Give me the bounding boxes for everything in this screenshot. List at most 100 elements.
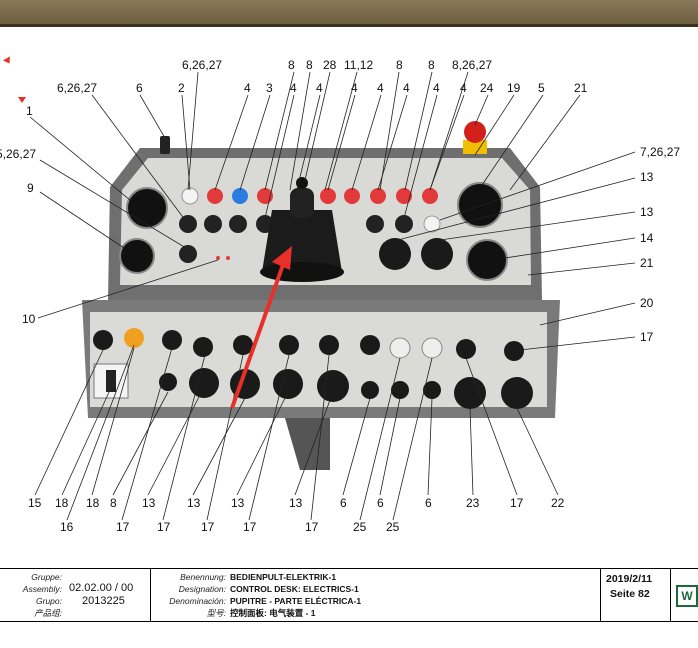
callout-label: 8 <box>428 58 435 72</box>
joystick-grip <box>290 188 314 218</box>
top-knob <box>160 136 170 154</box>
rotary-knob <box>379 238 411 270</box>
white-selector <box>421 337 443 359</box>
white-button <box>181 187 199 205</box>
callout-label: 17 <box>640 330 654 344</box>
large-knob <box>273 369 303 399</box>
emergency-stop-base <box>463 140 487 154</box>
cn-type-label: 型号: <box>206 608 226 618</box>
callout-label: 4 <box>433 81 440 95</box>
callout-label: 22 <box>551 496 565 510</box>
callout-label: 6 <box>377 496 384 510</box>
small-knob <box>162 330 182 350</box>
gruppe-label: Gruppe: <box>31 572 62 582</box>
large-knob <box>189 368 219 398</box>
benennung-label: Benennung: <box>180 572 226 582</box>
cn-group-label: 产品组: <box>34 608 62 618</box>
red-button <box>257 188 273 204</box>
callout-label: 8 <box>306 58 313 72</box>
toggle-switch <box>229 215 247 233</box>
assembly-cell: Gruppe: Assembly: Grupo: 产品组: 02.02.00 /… <box>0 569 151 621</box>
callout-label: 2 <box>178 81 185 95</box>
callout-label: 8 <box>110 496 117 510</box>
small-knob <box>93 330 113 350</box>
gauge-right-bottom <box>466 239 508 281</box>
header-bar <box>0 0 698 24</box>
toggle-switch <box>366 215 384 233</box>
callout-label: 13 <box>187 496 201 510</box>
callout-label: 13 <box>142 496 156 510</box>
callout-label: 24 <box>480 81 494 95</box>
title-de: BEDIENPULT-ELEKTRIK-1 <box>230 572 337 582</box>
assembly-value: 02.02.00 / 00 <box>69 582 134 594</box>
large-knob <box>454 377 486 409</box>
callout-label: 18 <box>55 496 69 510</box>
callout-label: 8,26,27 <box>452 58 493 72</box>
callout-label: 11,12 <box>344 58 374 72</box>
callout-label: 5,26,27 <box>0 147 37 161</box>
callout-label: 6,26,27 <box>57 81 98 95</box>
red-button <box>207 188 223 204</box>
page-number: Seite 82 <box>610 588 650 600</box>
red-button <box>320 188 336 204</box>
callout-label: 13 <box>289 496 303 510</box>
gauge-right-top <box>457 182 503 228</box>
callout-label: 23 <box>466 496 480 510</box>
date-cell: 2019/2/11 Seite 82 <box>600 569 671 621</box>
callout-label: 8 <box>396 58 403 72</box>
callout-label: 21 <box>574 81 588 95</box>
leader-lines <box>29 71 636 521</box>
title-es: PUPITRE - PARTE ELÉCTRICA-1 <box>230 596 362 606</box>
grupo-value: 2013225 <box>82 595 125 607</box>
callout-label: 9 <box>27 181 34 195</box>
gauge-left-bottom <box>119 238 155 274</box>
red-arrow-icon <box>272 246 292 270</box>
callout-label: 17 <box>243 520 257 534</box>
callout-label: 13 <box>640 170 654 184</box>
gauge-left-top <box>126 187 168 229</box>
callout-label: 3 <box>266 81 273 95</box>
designation-cell: Benennung: Designation: Denominación: 型号… <box>150 569 601 621</box>
date: 2019/2/11 <box>606 573 653 585</box>
callout-label: 19 <box>507 81 521 95</box>
toggle-switch <box>179 245 197 263</box>
callout-label: 25 <box>353 520 367 534</box>
small-knob <box>391 381 409 399</box>
callout-label: 17 <box>510 496 524 510</box>
small-knob <box>319 335 339 355</box>
red-arrow-shaft <box>230 261 286 409</box>
callout-label: 4 <box>403 81 410 95</box>
callout-label: 6,26,27 <box>182 58 223 72</box>
callout-label: 4 <box>244 81 251 95</box>
callout-label: 17 <box>157 520 171 534</box>
red-button <box>344 188 360 204</box>
callout-label: 14 <box>640 231 654 245</box>
callout-label: 10 <box>22 312 36 326</box>
callout-label: 4 <box>460 81 467 95</box>
header-bar-shadow <box>0 24 698 27</box>
title-en: CONTROL DESK: ELECTRICS-1 <box>230 584 359 594</box>
toggle-switch <box>179 215 197 233</box>
callout-label: 28 <box>323 58 337 72</box>
callout-label: 1 <box>26 104 33 118</box>
emergency-stop-button <box>464 121 486 143</box>
title-cn: 控制面板: 电气装置 - 1 <box>230 608 316 618</box>
red-button <box>396 188 412 204</box>
callout-label: 4 <box>290 81 297 95</box>
callout-label: 17 <box>201 520 215 534</box>
key-switch <box>106 370 116 392</box>
callout-label: 6 <box>340 496 347 510</box>
blue-button <box>232 188 248 204</box>
red-button <box>370 188 386 204</box>
brand-logo: W <box>676 585 698 607</box>
small-knob <box>423 381 441 399</box>
white-button <box>423 215 441 233</box>
callout-label: 16 <box>60 520 74 534</box>
callout-label: 25 <box>386 520 400 534</box>
small-knob <box>193 337 213 357</box>
control-desk-diagram <box>29 71 636 521</box>
callout-label: 6 <box>136 81 143 95</box>
assembly-label: Assembly: <box>22 584 62 594</box>
callout-label: 13 <box>640 205 654 219</box>
indicator-light <box>216 256 220 260</box>
